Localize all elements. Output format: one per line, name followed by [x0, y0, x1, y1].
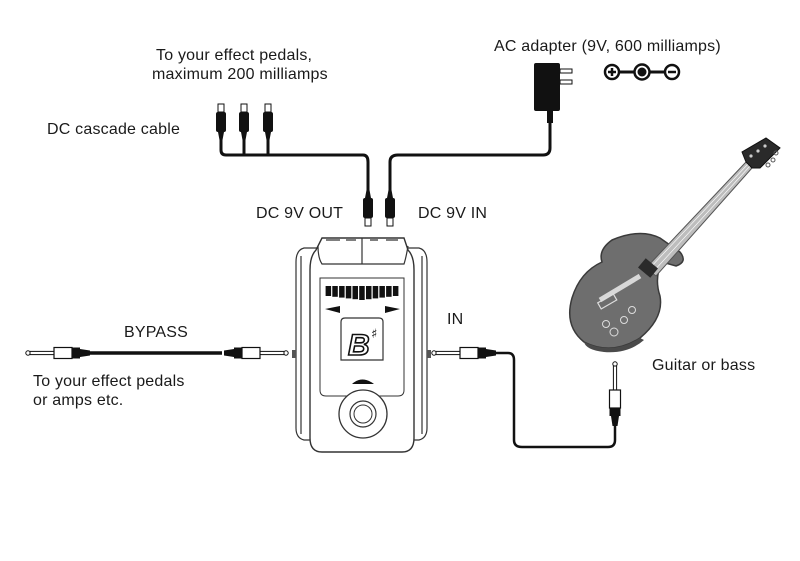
minus-icon — [663, 63, 681, 81]
guitar-or-bass-label: Guitar or bass — [652, 357, 756, 374]
jack-plug-icon — [608, 361, 622, 427]
led-indicator-icon — [352, 379, 374, 384]
sharp-indicator-icon — [385, 306, 400, 313]
note-letter: B — [348, 329, 370, 362]
meter-segment — [345, 286, 352, 299]
ac-adapter-label: AC adapter (9V, 600 milliamps) — [494, 38, 721, 55]
polarity-symbol — [603, 63, 681, 81]
center-pin-icon — [633, 63, 651, 81]
plus-icon — [603, 63, 621, 81]
meter-segment — [379, 286, 385, 298]
bypass-cable — [25, 346, 289, 360]
meter-segment — [372, 286, 379, 299]
in-label: IN — [447, 311, 464, 328]
meter-segment — [359, 286, 365, 300]
effect-pedals-label-line2: maximum 200 milliamps — [152, 66, 328, 83]
flat-indicator-icon — [325, 306, 340, 313]
dc-plug-icon — [215, 103, 227, 141]
to-effect-label-line2: or amps etc. — [33, 392, 124, 409]
dc-cascade-cable-label: DC cascade cable — [47, 121, 181, 138]
footswitch-button[interactable] — [338, 389, 388, 439]
guitar-icon — [569, 137, 781, 353]
jack-plug-icon — [431, 346, 497, 360]
ac-adapter-icon — [534, 63, 560, 111]
dc-in-plug-icon — [384, 189, 396, 227]
dc-cascade-cable — [215, 103, 374, 227]
output-jack-port — [292, 350, 296, 358]
dc-plug-icon — [262, 103, 274, 141]
effect-pedals-label-line1: To your effect pedals, — [156, 47, 313, 64]
meter-segment — [366, 286, 372, 300]
to-effect-label-line1: To your effect pedals — [33, 373, 185, 390]
note-display: B ♯ — [340, 317, 384, 363]
meter-segment — [386, 286, 392, 297]
dc-plug-icon — [238, 103, 250, 141]
jack-plug-icon — [223, 346, 289, 360]
dc-out-plug-icon — [362, 189, 374, 227]
input-cable — [431, 346, 622, 449]
meter-segment — [325, 286, 332, 296]
bypass-label: BYPASS — [124, 324, 189, 341]
ac-adapter — [384, 63, 573, 227]
dc-9v-in-label: DC 9V IN — [418, 205, 488, 222]
dc-9v-out-label: DC 9V OUT — [256, 205, 344, 222]
input-jack-port — [427, 350, 431, 358]
meter-segment — [332, 286, 338, 297]
tuner-meter — [325, 286, 399, 300]
meter-segment — [339, 286, 345, 298]
meter-segment — [352, 286, 358, 300]
accidental-symbol: ♯ — [371, 327, 377, 342]
meter-segment — [392, 286, 399, 296]
jack-plug-icon — [25, 346, 91, 360]
